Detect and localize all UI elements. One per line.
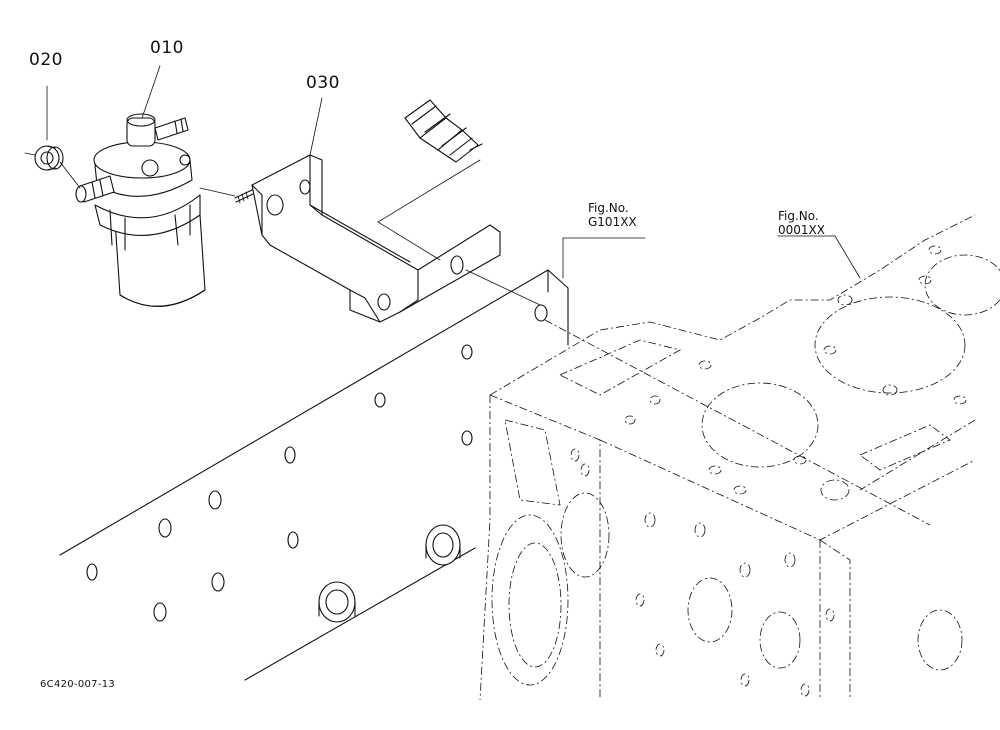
fuel-fitting	[404, 99, 483, 163]
figure-ref-g101-title: Fig.No.	[588, 201, 629, 215]
fuel-filter	[75, 113, 206, 307]
crankcase-side-plate	[59, 269, 569, 681]
callout-010: 010	[150, 38, 184, 58]
figure-ref-0001-title: Fig.No.	[778, 209, 819, 223]
callout-030: 030	[306, 73, 340, 93]
drawing-code: 6C420-007-13	[40, 679, 116, 690]
bracket-screw	[234, 189, 254, 204]
leader-lines	[24, 65, 931, 526]
cylinder-block	[479, 214, 1000, 701]
figure-ref-0001: Fig.No. 0001XX	[778, 209, 825, 237]
washer	[34, 145, 64, 171]
figure-ref-0001-code: 0001XX	[778, 223, 825, 237]
callout-020: 020	[29, 50, 63, 70]
figure-ref-g101-code: G101XX	[588, 215, 637, 229]
figure-ref-g101: Fig.No. G101XX	[588, 201, 637, 229]
bracket	[251, 154, 501, 323]
